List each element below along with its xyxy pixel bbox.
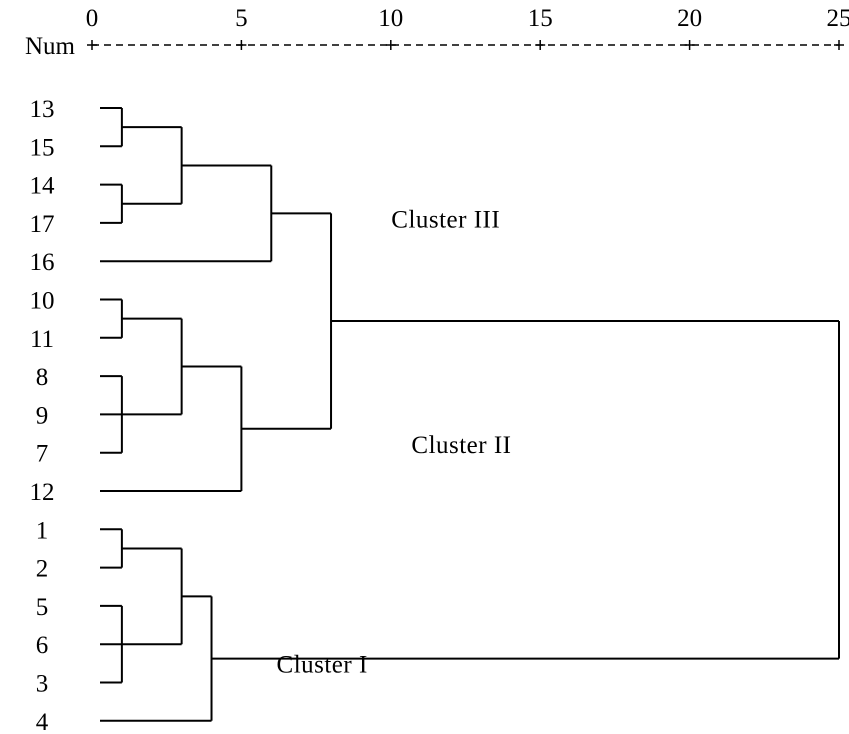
distance-axis: Num 0 5 10 15 20 25 (25, 5, 849, 60)
leaf-label: 14 (30, 173, 56, 200)
leaf-label: 5 (36, 594, 49, 621)
leaf-label: 8 (36, 364, 49, 391)
axis-tick-label: 5 (235, 5, 248, 32)
leaf-label: 17 (30, 211, 55, 238)
leaf-label: 3 (36, 671, 49, 698)
leaf-label: 7 (36, 441, 49, 468)
leaf-label: 13 (30, 96, 55, 123)
leaf-label: 6 (36, 632, 49, 659)
dendrogram-links (100, 107, 840, 722)
axis-tick-label: 20 (677, 5, 702, 32)
leaf-label: 15 (30, 134, 55, 161)
leaf-label: 9 (36, 402, 49, 429)
leaf-label: 2 (36, 556, 49, 583)
axis-title: Num (25, 33, 76, 60)
leaf-label: 1 (36, 517, 49, 544)
leaf-label: 12 (30, 479, 55, 506)
cluster-annotation: Cluster I (277, 652, 368, 679)
cluster-annotations: Cluster III Cluster II Cluster I (277, 206, 512, 678)
axis-tick-label: 25 (827, 5, 849, 32)
axis-tick-label: 15 (528, 5, 553, 32)
axis-tick-label: 0 (86, 5, 99, 32)
cluster-annotation: Cluster III (391, 206, 500, 233)
leaf-label: 4 (36, 709, 49, 734)
leaf-label: 16 (30, 249, 55, 276)
axis-tick-label: 10 (378, 5, 403, 32)
leaf-label: 11 (30, 326, 54, 353)
cluster-annotation: Cluster II (411, 432, 511, 459)
leaf-label: 10 (30, 288, 55, 315)
